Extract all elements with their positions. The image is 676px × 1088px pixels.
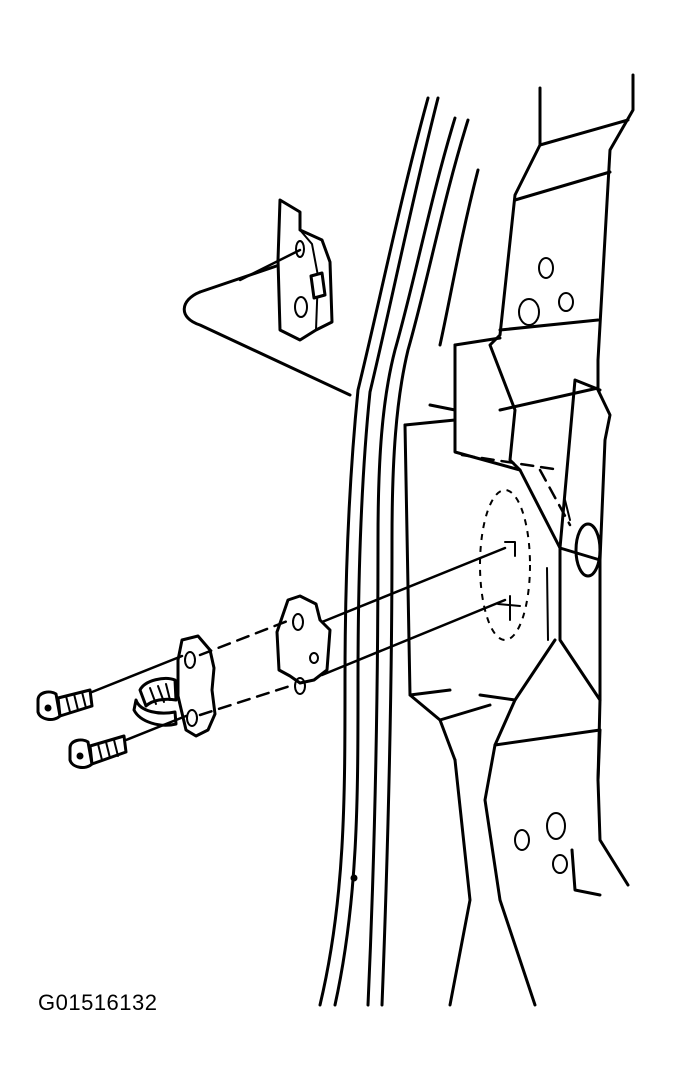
upper-bracket xyxy=(182,198,352,397)
door-striker xyxy=(132,634,217,738)
assembly-lines xyxy=(90,248,521,742)
pillar-structure xyxy=(453,73,635,1007)
door-frame-channel xyxy=(318,96,492,1007)
striker-screws xyxy=(36,688,128,769)
figure-code: G01516132 xyxy=(38,990,158,1015)
striker-backing-plate xyxy=(275,594,332,695)
